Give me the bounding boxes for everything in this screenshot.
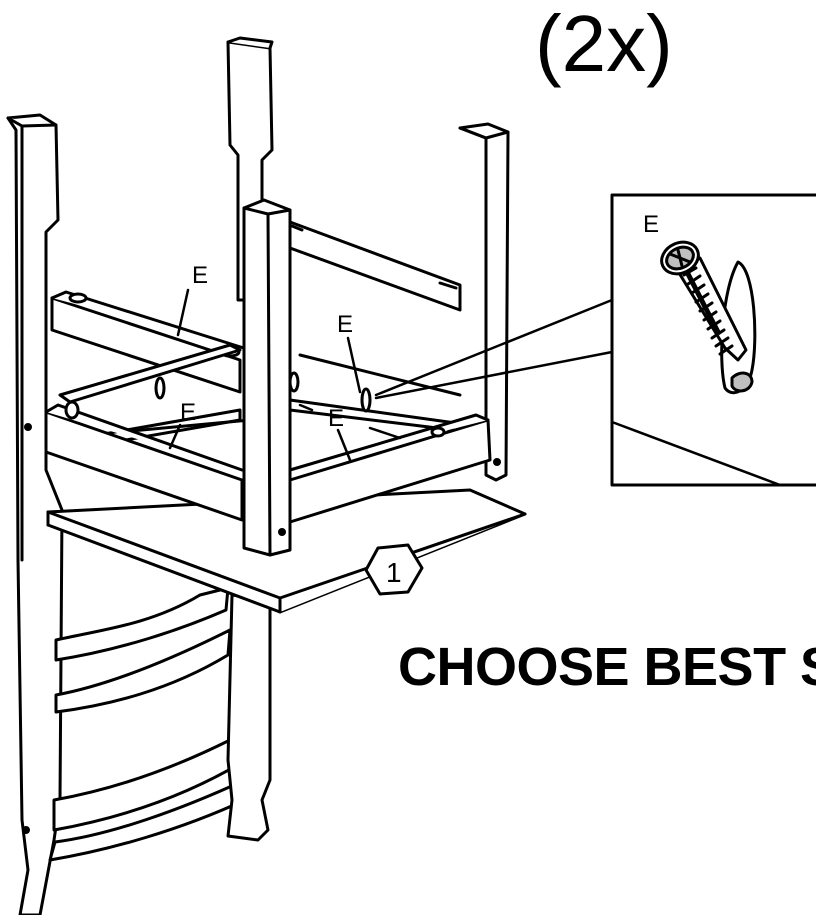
part-e-label-top-left: E: [192, 262, 208, 289]
front-post: [242, 198, 292, 557]
rear-apron: [288, 220, 462, 312]
quantity-multiplier: (2x): [535, 0, 673, 88]
screw-illustration: [660, 240, 748, 362]
chair-back-post: [6, 113, 64, 917]
rear-left-post: [458, 122, 510, 482]
callout-wedge: [374, 298, 614, 400]
detail-part-label: E: [643, 211, 659, 238]
detail-inset: [610, 193, 816, 487]
front-apron: [44, 400, 492, 524]
part-e-label-bottom-left: E: [180, 399, 196, 426]
seat-part-number: 1: [386, 557, 402, 588]
label-leader-lines: [168, 288, 402, 462]
instruction-text: CHOOSE BEST S: [398, 637, 816, 697]
part-e-label-top-right: E: [337, 311, 353, 338]
seat-part-number-badge: [364, 543, 424, 596]
back-slats: [48, 586, 248, 862]
part-e-label-bottom-right: E: [328, 405, 344, 432]
corner-block-holes: [154, 371, 372, 413]
front-leg-lower: [226, 593, 272, 842]
